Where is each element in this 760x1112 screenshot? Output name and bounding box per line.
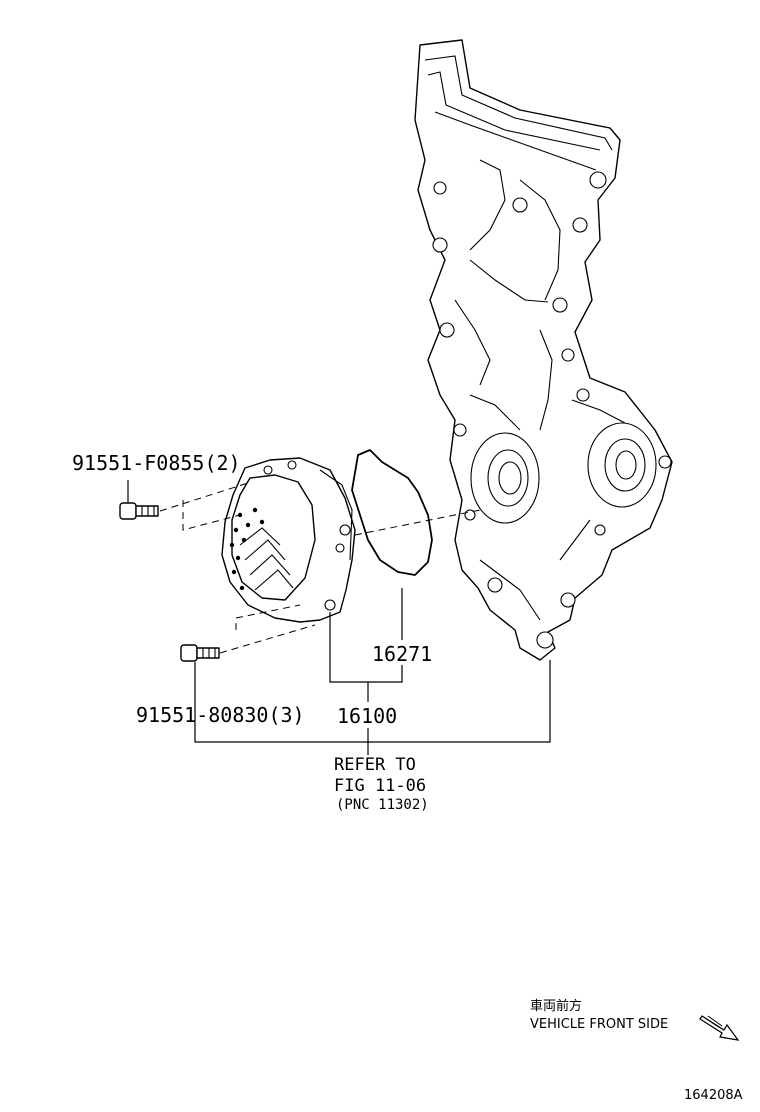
label-bolt-upper: 91551-F0855(2): [72, 451, 241, 475]
bolt-lower-icon[interactable]: [180, 644, 220, 662]
water-pump[interactable]: [221, 457, 356, 623]
reference-line-1: REFER TO: [334, 755, 416, 775]
label-water-pump-assy: 16100: [337, 704, 397, 728]
reference-line-2: FIG 11-06: [334, 776, 426, 796]
direction-label-english: VEHICLE FRONT SIDE: [530, 1017, 668, 1032]
reference-line-3: (PNC 11302): [336, 797, 429, 813]
bolt-upper-icon[interactable]: [119, 502, 159, 520]
label-bolt-lower: 91551-80830(3): [136, 703, 305, 727]
gasket-16271[interactable]: [351, 449, 433, 576]
label-gasket: 16271: [372, 642, 432, 666]
front-direction-arrow-icon: [699, 1015, 740, 1041]
timing-chain-cover[interactable]: [414, 39, 673, 661]
figure-id: 164208A: [684, 1088, 743, 1103]
direction-label-japanese: 車両前方: [530, 998, 582, 1014]
